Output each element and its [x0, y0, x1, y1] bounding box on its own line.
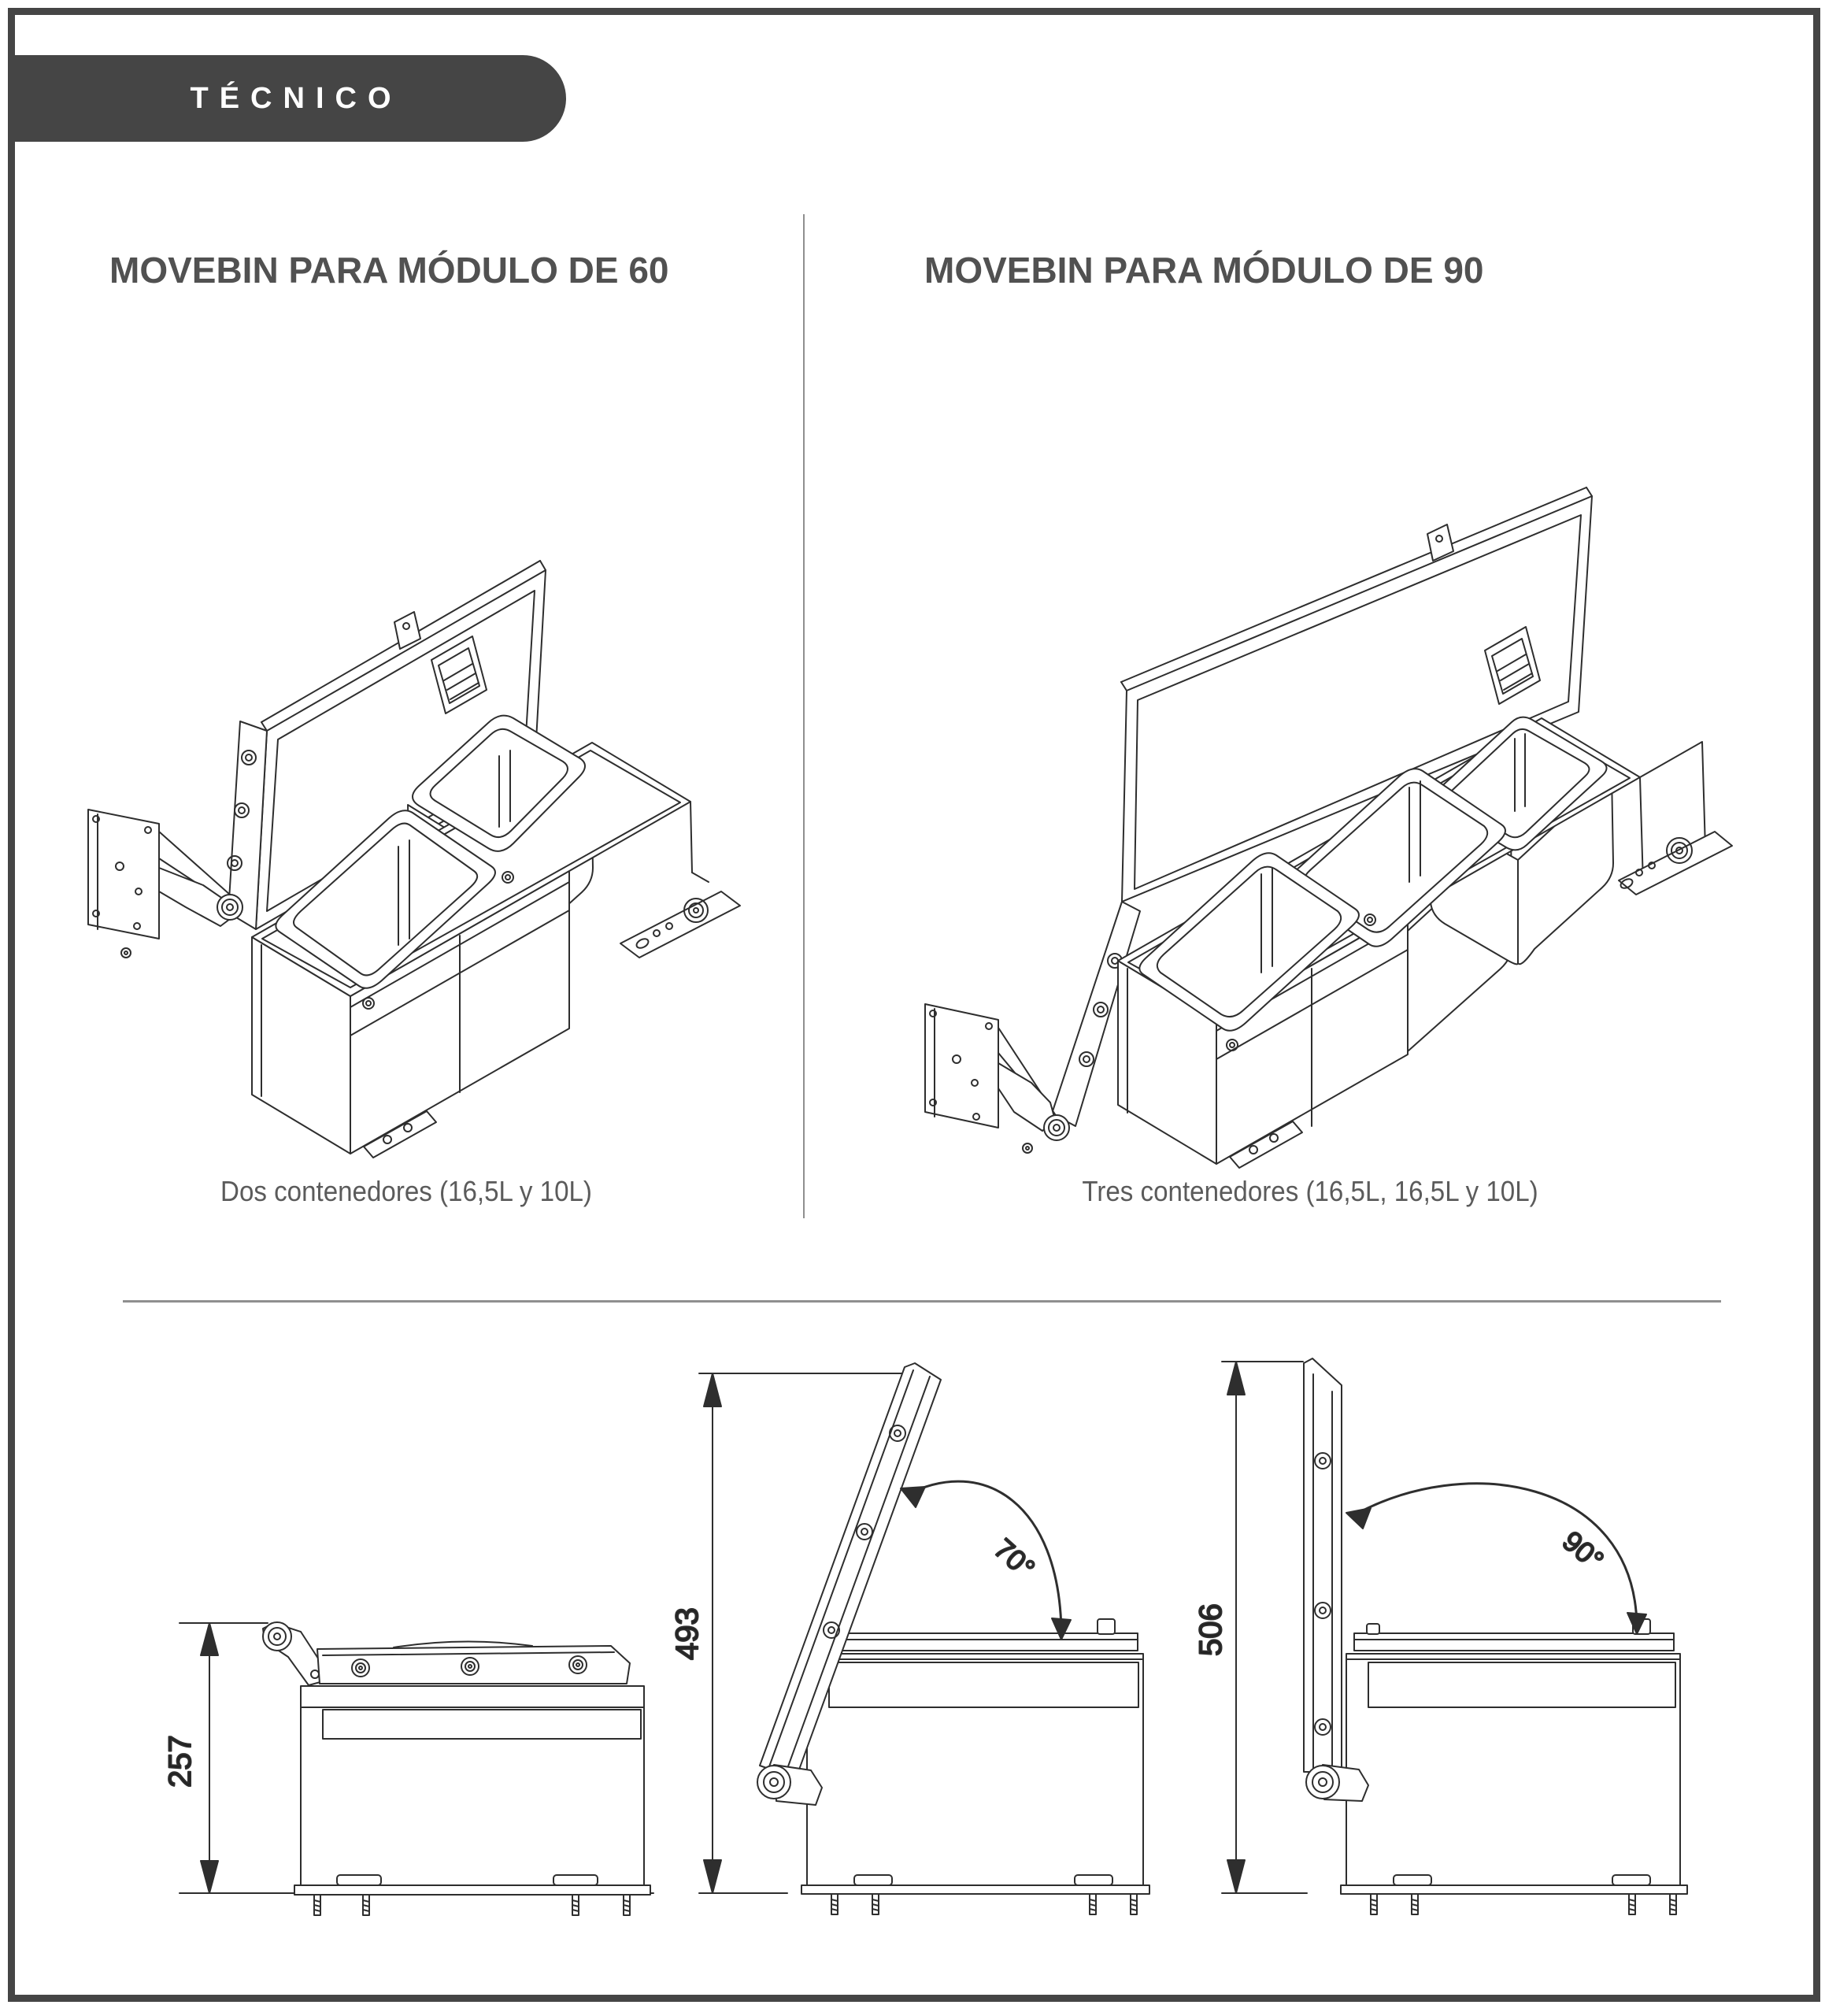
column-divider	[803, 214, 805, 1218]
cabinet-closed	[294, 1685, 651, 1916]
cabinet-90	[1340, 1618, 1688, 1915]
angle-arc-70: 70°	[900, 1480, 1072, 1640]
side-view-closed: 257	[134, 1599, 701, 1929]
section-divider	[123, 1300, 1721, 1303]
height-label-506: 506	[1194, 1603, 1228, 1656]
movebin-60-isometric-drawing	[79, 346, 803, 1166]
lid-70	[759, 1362, 942, 1779]
hinge-closed	[262, 1621, 327, 1686]
movebin-90-isometric-drawing	[882, 339, 1795, 1173]
lid-latch-tab	[1427, 524, 1454, 561]
module-90-caption: Tres contenedores (16,5L, 16,5L y 10L)	[1082, 1175, 1538, 1207]
lid-closed	[317, 1640, 631, 1684]
angle-arc-90: 90°	[1346, 1482, 1647, 1635]
cabinet-70	[801, 1618, 1150, 1915]
housing-90	[1117, 910, 1409, 1169]
hinge-70	[757, 1764, 823, 1806]
dimension-506: 506	[1193, 1361, 1308, 1894]
lid-hinge-screws	[227, 750, 257, 871]
height-label-257: 257	[163, 1735, 198, 1788]
side-view-open-90: 506	[1193, 1351, 1803, 1922]
section-tag-label: TÉCNICO	[190, 81, 402, 115]
bin1-165l-rim	[1138, 852, 1376, 1051]
module-60-caption: Dos contenedores (16,5L y 10L)	[220, 1175, 592, 1207]
wall-bracket-90	[924, 1003, 1070, 1154]
dimension-493: 493	[669, 1373, 906, 1894]
hinge-90	[1305, 1764, 1369, 1802]
lid-90-vertical	[1303, 1358, 1342, 1773]
module-90-title: MOVEBIN PARA MÓDULO DE 90	[924, 250, 1484, 291]
side-view-open-70: 493	[669, 1362, 1181, 1922]
bin-165l-rim	[275, 810, 514, 1010]
lid-60	[227, 560, 546, 930]
lid-hinge-screws	[1079, 953, 1123, 1067]
page-border-frame	[8, 8, 1820, 2002]
height-label-493: 493	[670, 1607, 705, 1660]
housing-60	[251, 870, 570, 1158]
angle-label-70: 70°	[988, 1532, 1042, 1584]
lid-90	[1051, 487, 1593, 1127]
module-60-title: MOVEBIN PARA MÓDULO DE 60	[109, 250, 669, 291]
mounting-foot-90	[1618, 741, 1733, 895]
wall-bracket-60	[87, 809, 243, 958]
lid-vent-plate	[1484, 626, 1541, 705]
mounting-foot-60	[620, 801, 741, 958]
section-tag-pill: TÉCNICO	[15, 55, 566, 142]
lid-vent-plate	[431, 636, 487, 714]
bin-10l-rim	[412, 714, 586, 852]
lid-latch-tab	[394, 611, 421, 650]
